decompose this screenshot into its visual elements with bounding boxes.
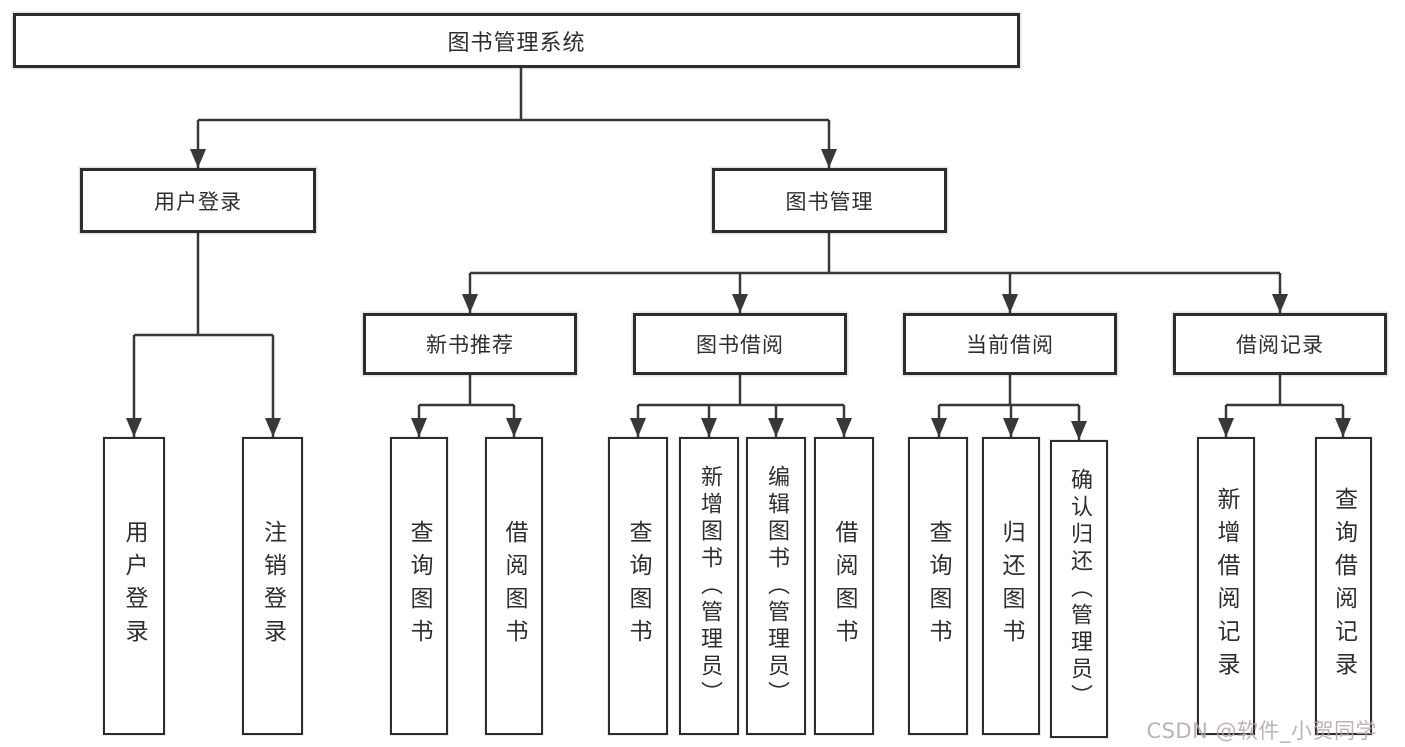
- leaf-bb-query-books: 查询图书: [608, 437, 668, 735]
- leaf-bb-edit-books-admin-label: 编辑图书（管理员）: [764, 464, 789, 708]
- leaf-user-login-label: 用户登录: [121, 520, 147, 652]
- leaf-bb-query-books-label: 查询图书: [625, 520, 651, 652]
- leaf-bb-borrow-books: 借阅图书: [814, 437, 874, 735]
- leaf-bb-add-books-admin-label: 新增图书（管理员）: [697, 464, 722, 708]
- leaf-logout-login-label: 注销登录: [259, 520, 286, 652]
- node-book-management-label: 图书管理: [785, 189, 874, 214]
- leaf-user-login: 用户登录: [103, 437, 165, 735]
- leaf-bb-edit-books-admin: 编辑图书（管理员）: [746, 437, 806, 735]
- node-root: 图书管理系统: [13, 13, 1020, 68]
- leaf-cb-return-books-label: 归还图书: [998, 520, 1024, 652]
- node-current-borrowing-label: 当前借阅: [966, 333, 1054, 357]
- node-new-book-recommendation-label: 新书推荐: [426, 333, 514, 357]
- node-new-book-recommendation: 新书推荐: [363, 313, 577, 375]
- leaf-logout-login: 注销登录: [242, 437, 303, 735]
- leaf-br-add-record: 新增借阅记录: [1197, 437, 1255, 735]
- node-borrowing-records: 借阅记录: [1173, 313, 1387, 375]
- node-book-borrowing-label: 图书借阅: [696, 333, 784, 357]
- leaf-nb-borrow-books-label: 借阅图书: [501, 520, 527, 652]
- node-book-management: 图书管理: [712, 168, 947, 233]
- node-current-borrowing: 当前借阅: [903, 313, 1117, 375]
- watermark-text: CSDN @软件_小贺同学: [1146, 719, 1377, 743]
- node-book-borrowing: 图书借阅: [633, 313, 847, 375]
- node-user-login-label: 用户登录: [154, 189, 242, 214]
- leaf-nb-query-books: 查询图书: [390, 437, 448, 735]
- leaf-cb-confirm-return-admin-label: 确认归还（管理员）: [1067, 467, 1092, 711]
- node-user-login: 用户登录: [80, 168, 316, 233]
- leaf-nb-borrow-books: 借阅图书: [485, 437, 543, 735]
- leaf-bb-add-books-admin: 新增图书（管理员）: [679, 437, 739, 735]
- leaf-cb-query-books-label: 查询图书: [925, 520, 951, 652]
- leaf-nb-query-books-label: 查询图书: [406, 520, 432, 652]
- node-root-label: 图书管理系统: [447, 30, 586, 56]
- leaf-cb-query-books: 查询图书: [908, 437, 968, 735]
- leaf-cb-confirm-return-admin: 确认归还（管理员）: [1050, 440, 1108, 738]
- leaf-cb-return-books: 归还图书: [982, 437, 1040, 735]
- leaf-br-add-record-label: 新增借阅记录: [1213, 487, 1239, 685]
- leaf-br-query-record-label: 查询借阅记录: [1330, 487, 1357, 685]
- node-borrowing-records-label: 借阅记录: [1236, 333, 1324, 357]
- leaf-bb-borrow-books-label: 借阅图书: [831, 520, 857, 652]
- leaf-br-query-record: 查询借阅记录: [1315, 437, 1372, 735]
